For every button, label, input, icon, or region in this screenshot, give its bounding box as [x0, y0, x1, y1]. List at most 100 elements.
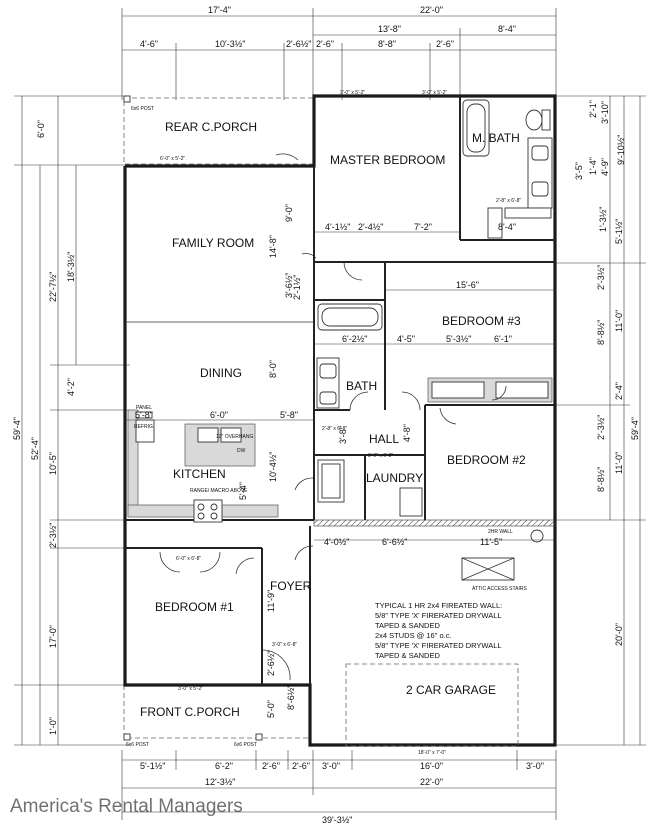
dim-family-depth: 14'-8": [268, 235, 278, 258]
dim-bath-d: 6'-1": [494, 334, 512, 344]
post-marker: [123, 733, 131, 741]
dim-top-total-right: 22'-0": [420, 5, 443, 15]
dim-kit-b: 5'-8": [280, 410, 298, 420]
garage-door: [345, 663, 519, 747]
small-labels: PANEL REFRIG. RANGE/ MACRO ABOVE 12" OVE…: [134, 90, 527, 692]
dim-right-j: 8'-8½": [596, 320, 606, 345]
fixtures: [127, 99, 553, 747]
firewall-note: TYPICAL 1 HR 2x4 FIREATED WALL: 5/8" TYP…: [375, 601, 502, 660]
dim-right-b: 3'-10": [600, 101, 610, 124]
dim-top-mid: 13'-8": [378, 24, 401, 34]
dim-kit-c: 5'-8": [135, 410, 153, 420]
label-refrig: REFRIG.: [134, 424, 154, 430]
dim-mb-b: 2'-4½": [358, 222, 383, 232]
bottom-dimensions: 5'-1½" 6'-2" 2'-6" 2'-6" 3'-0" 16'-0" 3'…: [121, 750, 557, 825]
dim-left-18: 18'-3½": [66, 252, 76, 282]
dim-foyer-c: 2'-6½": [266, 651, 276, 676]
room-bath: BATH: [346, 379, 377, 393]
door-size: 2'-8" x 6'-8": [322, 426, 347, 432]
door-size: 3'-0" x 6'-8": [368, 453, 393, 459]
dim-bot-h: 22'-0": [420, 777, 443, 787]
dim-right-br3: 11'-0": [614, 310, 624, 332]
dim-hall-a: 3'-8": [338, 426, 348, 444]
dim-foyer-b: 8'-6½": [286, 685, 296, 710]
dim-right-m: 8'-8½": [596, 467, 606, 492]
dim-kit-d: 10'-4½": [268, 452, 278, 482]
dim-g-b: 6'-6½": [382, 537, 407, 547]
door-size: 3'-0" x 5'-2": [178, 686, 203, 692]
post-label: 6x6 POST: [126, 742, 149, 748]
room-master-bath: M. BATH: [472, 131, 520, 145]
label-2hr-wall: 2HR WALL: [488, 529, 513, 535]
range: [193, 499, 223, 523]
room-bedroom3: BEDROOM #3: [442, 314, 521, 328]
dim-g-c: 11'-5": [480, 537, 502, 547]
toilet: [525, 109, 543, 131]
door-size: 3'-0" x 5'-2": [340, 90, 365, 96]
dim-bot-e: 3'-0": [322, 761, 340, 771]
left-dimensions: 59'-4" 52'-4" 6'-0" 22'-7½" 18'-3½" 4'-2…: [12, 95, 130, 746]
dim-bot-c: 2'-6": [262, 761, 280, 771]
room-bedroom2: BEDROOM #2: [447, 453, 526, 467]
dim-left-17: 17'-0": [48, 625, 58, 648]
top-dimensions: 17'-4" 22'-0" 13'-8" 8'-4" 4'-6" 10'-3½"…: [121, 5, 557, 100]
dim-right-l: 2'-3½": [596, 415, 606, 440]
dim-foyer-a: 11'-9": [266, 590, 276, 612]
label-attic: ATTIC ACCESS STAIRS: [472, 586, 527, 592]
room-hall: HALL: [369, 432, 399, 446]
dim-right-i: 2'-3½": [596, 265, 606, 290]
dim-right-g: 1'-3½": [598, 207, 608, 232]
electric-panel: [135, 411, 153, 419]
closet-shelf: [504, 207, 552, 219]
room-master-bedroom: MASTER BEDROOM: [330, 153, 445, 167]
dim-top-total-left: 17'-4": [208, 5, 231, 15]
note-line: 2x4 STUDS @ 16" o.c.: [375, 631, 452, 640]
dim-mb-a: 4'-1½": [325, 222, 350, 232]
note-line: 5/8" TYPE 'X' FIRERATED DRYWALL: [375, 641, 502, 650]
dim-bot-d: 2'-6": [292, 761, 310, 771]
door-size: 6'-0" x 5'-2": [160, 156, 185, 162]
room-bedroom1: BEDROOM #1: [155, 600, 234, 614]
internal-dimensions: 4'-1½" 2'-4½" 7'-2" 8'-4" 15'-6" 6'-2½" …: [125, 204, 555, 756]
dim-right-garage: 20'-0": [614, 623, 624, 646]
room-labels: REAR C.PORCH MASTER BEDROOM M. BATH FAMI…: [140, 120, 526, 719]
dim-left-52: 52'-4": [30, 437, 40, 460]
note-line: TAPED & SANDED: [375, 651, 440, 660]
dim-foyer-d: 5'-0": [266, 700, 276, 718]
dim-left-1: 1'-0": [48, 717, 58, 735]
dim-left-2: 2'-3½": [48, 523, 58, 548]
dim-right-c: 9'-10½": [616, 135, 626, 165]
room-front-porch: FRONT C.PORCH: [140, 705, 240, 719]
dim-left-4: 4'-2": [66, 378, 76, 396]
dim-left-6: 6'-0": [36, 120, 46, 138]
dim-bot-a: 5'-1½": [140, 761, 165, 771]
label-dw: DW: [237, 448, 246, 454]
dim-g-d: 18'-0" x 7'-0": [418, 750, 446, 756]
post-marker: [255, 733, 263, 741]
dim-right-k: 2'-4": [614, 382, 624, 400]
dim-left-22: 22'-7½": [48, 272, 58, 302]
dim-top-b: 10'-3½": [215, 39, 245, 49]
room-family: FAMILY ROOM: [172, 236, 254, 250]
dim-bot-left: 12'-3½": [205, 777, 235, 787]
dim-fam-b: 2'-1½": [292, 275, 302, 300]
doors: [159, 153, 507, 681]
room-dining: DINING: [200, 366, 242, 380]
vent: [530, 529, 544, 543]
room-garage: 2 CAR GARAGE: [406, 683, 496, 697]
dim-bot-b: 6'-2": [215, 761, 233, 771]
laundry-shelf: [399, 487, 423, 517]
dim-hall-9: 9'-0": [284, 204, 294, 222]
note-line: TYPICAL 1 HR 2x4 FIREATED WALL:: [375, 601, 502, 610]
firerated-wall: [313, 519, 556, 527]
dim-dining-d: 8'-0": [268, 360, 278, 378]
dim-right-d: 4'-9": [600, 158, 610, 176]
dim-bath-b: 4'-5": [397, 334, 415, 344]
post-label: 6x6 POST: [234, 742, 257, 748]
note-line: TAPED & SANDED: [375, 621, 440, 630]
dim-bot-total: 39'-3½": [322, 815, 352, 825]
post-marker: [123, 95, 131, 103]
room-rear-porch: REAR C.PORCH: [165, 120, 257, 134]
dim-mbath-w: 8'-4": [498, 222, 516, 232]
